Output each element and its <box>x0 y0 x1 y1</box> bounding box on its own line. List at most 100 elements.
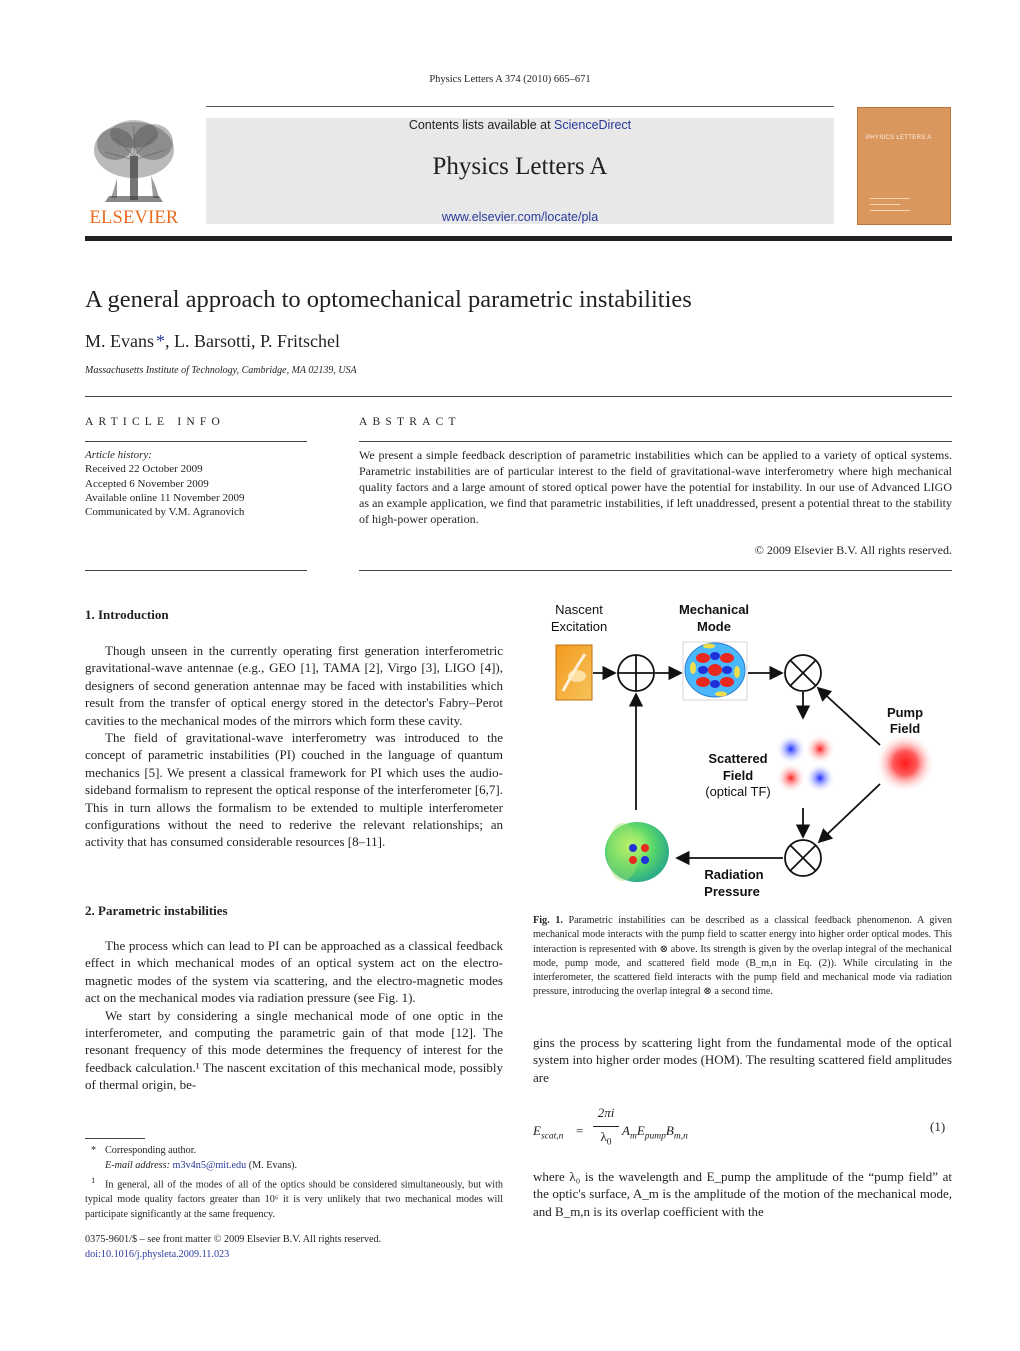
email-name: (M. Evans). <box>248 1160 298 1171</box>
equation-lhs: Escat,n <box>533 1123 563 1142</box>
label-radiation-line1: Radiation <box>704 867 763 882</box>
eq-lambda: λ <box>600 1129 607 1144</box>
article-info-heading: ARTICLE INFO <box>85 416 225 428</box>
page-footer: 0375-9601/$ – see front matter © 2009 El… <box>85 1232 503 1262</box>
pi-body: The process which can lead to PI can be … <box>85 937 503 1094</box>
scattered-field-image <box>776 734 835 793</box>
label-pump-line2: Field <box>890 721 920 736</box>
figure-1-caption: Fig. 1. Parametric instabilities can be … <box>533 914 952 1000</box>
abstract-heading: ABSTRACT <box>359 416 461 428</box>
eq-lhs-symbol: E <box>533 1123 541 1138</box>
author-list-rest: , L. Barsotti, P. Fritschel <box>165 331 340 351</box>
email-link[interactable]: m3v4n5@mit.edu <box>172 1160 247 1171</box>
figure-1-caption-text: Parametric instabilities can be describe… <box>533 915 952 998</box>
label-nascent-line2: Excitation <box>551 619 607 634</box>
corresponding-mark: * <box>91 1145 97 1156</box>
paper-title: A general approach to optomechanical par… <box>85 286 692 313</box>
summing-junction <box>617 654 655 692</box>
abstract-rule <box>359 441 952 442</box>
label-pump-line1: Pump <box>887 705 923 720</box>
contents-line: Contents lists available at ScienceDirec… <box>206 118 834 132</box>
multiplier-junction-lower <box>784 839 822 877</box>
eq-amplitude: A <box>622 1123 630 1138</box>
pi-paragraph-1: The process which can lead to PI can be … <box>85 938 503 1006</box>
contents-prefix: Contents lists available at <box>408 118 555 132</box>
header-thick-rule <box>85 236 952 241</box>
equation-equals: = <box>576 1123 584 1138</box>
corresponding-footnote: * Corresponding author. <box>85 1143 503 1158</box>
intro-paragraph-1: Though unseen in the currently operating… <box>85 643 503 728</box>
journal-header-box <box>206 118 834 224</box>
cover-decoration <box>870 210 910 211</box>
mechanical-mode-image <box>682 641 748 701</box>
label-mechanical-line1: Mechanical <box>679 602 749 617</box>
label-scattered-line2: Field <box>723 768 753 783</box>
equation-1: Escat,n = 2πi λ0 AmEpumpBm,n <box>533 1103 952 1153</box>
received-date: Received 22 October 2009 <box>85 463 203 476</box>
doi-link[interactable]: doi:10.1016/j.physleta.2009.11.023 <box>85 1249 230 1260</box>
figure-1-label: Fig. 1. <box>533 915 563 926</box>
arrow-pump-to-upper-multiplier <box>816 686 881 746</box>
email-label: E-mail address: <box>105 1160 170 1171</box>
article-history: Article history: Received 22 October 200… <box>85 448 307 519</box>
label-mechanical-line2: Mode <box>697 619 731 634</box>
elsevier-wordmark: ELSEVIER <box>89 208 179 228</box>
eq-pump-subscript: pump <box>644 1131 666 1142</box>
footnote-1-text: In general, all of the modes of all of t… <box>85 1179 503 1221</box>
abstract-copyright: © 2009 Elsevier B.V. All rights reserved… <box>754 543 952 557</box>
journal-url-link[interactable]: www.elsevier.com/locate/pla <box>441 210 599 224</box>
label-scattered-line1: Scattered <box>708 751 767 766</box>
pump-field-image <box>875 733 935 793</box>
right-paragraph-2: where λ₀ is the wavelength and E_pump th… <box>533 1169 952 1219</box>
abstract-text: We present a simple feedback description… <box>359 448 952 526</box>
author-list: M. Evans*, L. Barsotti, P. Fritschel <box>85 331 340 352</box>
footnotes: * Corresponding author. E-mail address: m… <box>85 1143 503 1222</box>
intro-heading: 1. Introduction <box>85 607 169 622</box>
article-info-rule <box>85 441 307 442</box>
equation-rhs: AmEpumpBm,n <box>622 1123 688 1142</box>
accepted-date: Accepted 6 November 2009 <box>85 477 209 490</box>
affiliation: Massachusetts Institute of Technology, C… <box>85 365 357 376</box>
journal-title: Physics Letters A <box>432 153 608 180</box>
equation-fraction-bar <box>593 1126 619 1127</box>
title-block-rule <box>85 396 952 397</box>
footnote-rule <box>85 1138 145 1139</box>
label-radiation-line2: Pressure <box>704 884 760 899</box>
cover-title: PHYSICS LETTERS A <box>866 135 932 141</box>
corresponding-author-mark[interactable]: * <box>156 331 165 351</box>
cover-decoration <box>870 198 910 199</box>
eq-pump: E <box>636 1123 645 1138</box>
communicated-by: Communicated by V.M. Agranovich <box>85 506 245 519</box>
eq-amplitude-subscript: m <box>629 1131 637 1142</box>
corresponding-text: Corresponding author. <box>105 1145 197 1156</box>
issn-line: 0375-9601/$ – see front matter © 2009 El… <box>85 1234 382 1245</box>
sciencedirect-link[interactable]: ScienceDirect <box>554 118 632 132</box>
header-top-rule <box>206 106 834 107</box>
pi-heading: 2. Parametric instabilities <box>85 903 228 918</box>
eq-lambda-subscript: 0 <box>606 1137 612 1148</box>
intro-body: Though unseen in the currently operating… <box>85 642 503 851</box>
arrow-pump-to-lower-multiplier <box>817 783 881 844</box>
label-nascent-line1: Nascent <box>555 602 603 617</box>
eq-lhs-subscript: scat,n <box>540 1131 564 1142</box>
article-info-bottom-rule <box>85 570 307 571</box>
footnote-1-mark: 1 <box>91 1175 96 1185</box>
label-scattered-line3: (optical TF) <box>705 784 771 799</box>
eq-overlap-subscript: m,n <box>673 1131 688 1142</box>
intro-paragraph-2: The field of gravitational-wave interfer… <box>85 730 503 850</box>
eq-overlap: B <box>665 1123 674 1138</box>
equation-denominator: λ0 <box>593 1129 619 1148</box>
journal-cover-thumbnail <box>857 107 951 225</box>
pi-paragraph-2: We start by considering a single mechani… <box>85 1007 503 1093</box>
online-date: Available online 11 November 2009 <box>85 491 245 504</box>
mechanical-response-image <box>603 816 671 882</box>
elsevier-tree-logo <box>85 116 183 226</box>
nascent-excitation-image <box>555 644 593 701</box>
author-evans: M. Evans <box>85 331 154 351</box>
abstract-bottom-rule <box>359 570 952 571</box>
equation-numerator: 2πi <box>597 1105 615 1120</box>
multiplier-junction-upper <box>784 654 822 692</box>
right-paragraph-1: gins the process by scattering light fro… <box>533 1035 952 1085</box>
journal-reference: Physics Letters A 374 (2010) 665–671 <box>429 74 591 85</box>
